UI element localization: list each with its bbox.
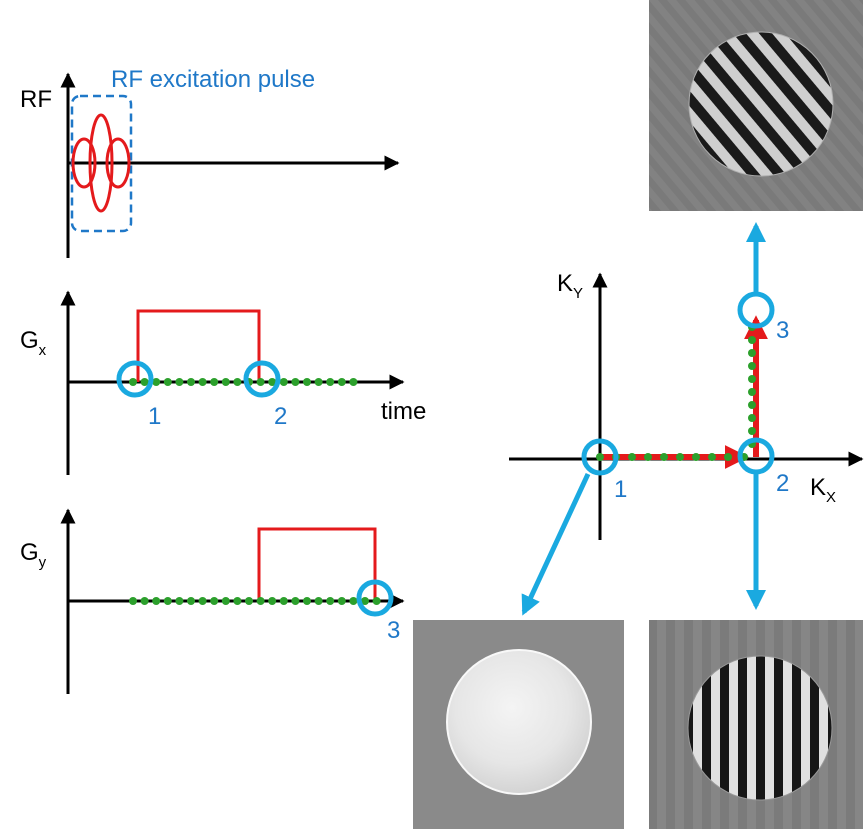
gx-sample-points bbox=[129, 378, 358, 386]
gx-sample-dot bbox=[187, 378, 195, 386]
gy-sample-dot bbox=[314, 597, 323, 605]
gy-marker-3-label: 3 bbox=[387, 617, 400, 644]
kspace-sample-points bbox=[596, 323, 756, 461]
gy-sample-dot bbox=[291, 597, 300, 605]
gx-sample-dot bbox=[175, 378, 184, 386]
gx-sample-dot bbox=[326, 378, 335, 386]
kx-axis-label: KX bbox=[810, 474, 836, 506]
gx-marker-2 bbox=[243, 360, 281, 398]
ky-axis-label: KY bbox=[557, 270, 583, 302]
kspace-point-2 bbox=[737, 437, 775, 475]
kspace-point-3-label: 3 bbox=[776, 317, 789, 344]
gy-panel: Gy 3 bbox=[20, 508, 405, 694]
kspace-sample-dot bbox=[748, 349, 756, 357]
gy-sample-dot bbox=[233, 597, 242, 605]
kspace-sample-dot bbox=[748, 375, 756, 383]
gx-sample-dot bbox=[349, 378, 358, 386]
gy-sample-dot bbox=[268, 597, 277, 605]
gy-sample-points bbox=[129, 597, 381, 605]
gy-sample-dot bbox=[187, 597, 195, 605]
gx-sample-dot bbox=[291, 378, 300, 386]
kspace-point-3 bbox=[737, 291, 775, 329]
kspace-sample-dot bbox=[748, 362, 756, 370]
gx-sample-dot bbox=[314, 378, 323, 386]
kspace-sample-dot bbox=[660, 453, 668, 461]
gy-sample-dot bbox=[279, 597, 288, 605]
gx-sample-dot bbox=[303, 378, 311, 386]
kspace-sample-dot bbox=[644, 453, 652, 461]
gy-sample-dot bbox=[129, 597, 137, 605]
gy-sample-dot bbox=[198, 597, 207, 605]
gy-sample-dot bbox=[326, 597, 335, 605]
gx-sample-dot bbox=[221, 378, 230, 386]
kspace-point-1 bbox=[581, 438, 619, 476]
gx-sample-dot bbox=[256, 378, 265, 386]
gy-sample-dot bbox=[361, 597, 369, 605]
kspace-sample-dot bbox=[596, 453, 604, 461]
kspace-sample-dot bbox=[724, 453, 732, 461]
arrow-to-bottom-left-image bbox=[521, 472, 591, 616]
gx-sample-dot bbox=[152, 378, 161, 386]
time-axis-label: time bbox=[381, 398, 426, 425]
gy-sample-dot bbox=[256, 597, 265, 605]
gx-sample-dot bbox=[129, 378, 137, 386]
gy-sample-dot bbox=[210, 597, 219, 605]
gx-sample-dot bbox=[337, 378, 346, 386]
rf-box-label: RF excitation pulse bbox=[111, 66, 315, 93]
gx-sample-dot bbox=[140, 378, 149, 386]
gx-axis-label: Gx bbox=[20, 327, 47, 359]
gx-sample-dot bbox=[198, 378, 207, 386]
gy-sample-dot bbox=[245, 597, 253, 605]
gy-marker-3 bbox=[356, 579, 394, 617]
kspace-sample-dot bbox=[748, 427, 756, 435]
gy-gradient-lobe bbox=[257, 527, 377, 601]
gx-sample-dot bbox=[233, 378, 242, 386]
gy-sample-dot bbox=[372, 597, 381, 605]
kspace-sample-dot bbox=[708, 453, 716, 461]
kspace-sample-dot bbox=[676, 453, 684, 461]
image-top-diagonal-stripes bbox=[649, 0, 863, 211]
kspace-point-1-label: 1 bbox=[614, 476, 627, 503]
kspace-sample-dot bbox=[748, 414, 756, 422]
gy-sample-dot bbox=[163, 597, 172, 605]
gx-sample-dot bbox=[163, 378, 172, 386]
kspace-sample-dot bbox=[748, 336, 756, 344]
gy-sample-dot bbox=[152, 597, 161, 605]
gx-sample-dot bbox=[279, 378, 288, 386]
gx-marker-2-label: 2 bbox=[274, 403, 287, 430]
image-bottom-right-vertical-stripes bbox=[649, 620, 863, 829]
rf-sinc-pulse bbox=[71, 113, 131, 213]
image-bottom-left-uniform bbox=[413, 620, 624, 829]
rf-axis-label: RF bbox=[20, 86, 52, 113]
gx-marker-1-label: 1 bbox=[148, 403, 161, 430]
kspace-point-2-label: 2 bbox=[776, 470, 789, 497]
gy-sample-dot bbox=[221, 597, 230, 605]
gx-marker-1 bbox=[116, 360, 154, 398]
kspace-sample-dot bbox=[692, 453, 700, 461]
gy-sample-dot bbox=[337, 597, 346, 605]
gy-sample-dot bbox=[349, 597, 358, 605]
gy-sample-dot bbox=[303, 597, 311, 605]
gx-sample-dot bbox=[268, 378, 277, 386]
gx-panel: Gx time 1 2 bbox=[20, 290, 426, 475]
gx-gradient-lobe bbox=[136, 309, 261, 382]
rf-panel: RF RF excitation pulse bbox=[20, 66, 400, 258]
kspace-sample-dot bbox=[748, 388, 756, 396]
gx-sample-dot bbox=[210, 378, 219, 386]
kspace-sample-dot bbox=[628, 453, 636, 461]
kspace-sample-dot bbox=[748, 401, 756, 409]
gy-sample-dot bbox=[140, 597, 149, 605]
kspace-panel: KY KX 1 2 3 bbox=[509, 222, 864, 616]
gy-axis-label: Gy bbox=[20, 539, 47, 571]
gy-sample-dot bbox=[175, 597, 184, 605]
